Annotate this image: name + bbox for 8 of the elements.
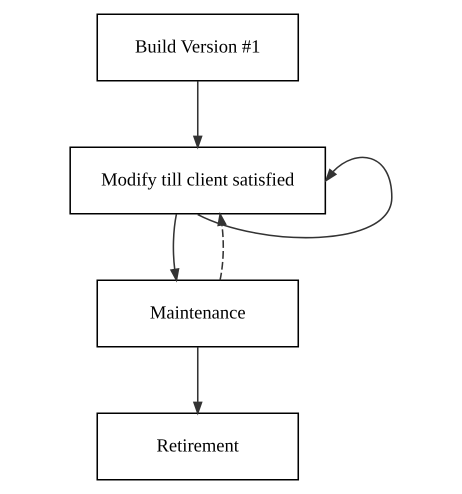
arrow — [217, 212, 227, 280]
node-box: Modify till client satisfied — [69, 146, 326, 215]
arrow — [192, 347, 203, 416]
node-box: Maintenance — [96, 279, 300, 348]
node-box: Build Version #1 — [96, 14, 300, 82]
arrow — [192, 81, 203, 150]
arrow — [170, 214, 180, 282]
node-box: Retirement — [96, 412, 300, 480]
